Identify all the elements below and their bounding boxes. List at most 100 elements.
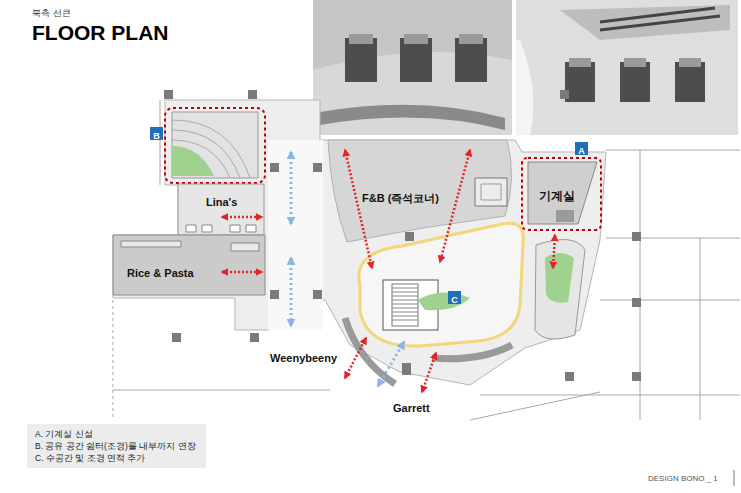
shop-label: Weenybeeny [270,352,337,364]
render-photo [313,0,512,135]
column [164,90,173,99]
building-outline [606,238,740,239]
render-photo [516,40,533,135]
callout-marker: A [575,142,588,155]
landscape-bench [545,253,574,303]
zone-outline [230,225,240,232]
column [313,290,322,299]
building-outline [113,390,330,391]
access-arrow [290,152,293,224]
building-outline [734,470,735,486]
marker-letter: C [451,294,458,307]
shared-rest-area [165,108,265,183]
render-photo [560,5,730,40]
note-line: B. 공유 공간 쉼터(조경)를 내부까지 연장 [35,440,196,452]
callout-marker: B [150,127,163,140]
render-photo [600,8,720,30]
building-outline [600,300,740,301]
render-photo [349,34,373,44]
render-photo [679,58,701,67]
shared-rest-area [172,146,214,176]
curved-wall [345,318,395,384]
zone-outline [121,241,181,247]
room-zone: Rice & Pasta [113,235,265,295]
render-photo [565,62,595,102]
section-label: 북측 선큰 [32,7,71,20]
shared-rest-area [165,108,265,183]
shared-rest-area [172,120,250,178]
flow-arrow [222,216,262,219]
column [248,90,257,99]
render-photo [624,58,646,67]
flow-arrow [422,353,436,392]
column [632,232,641,241]
render-photo [516,0,738,135]
building-outline [113,300,114,420]
callout-marker: C [448,291,461,304]
note-line: C. 수공간 및 조경 면적 추가 [35,452,196,464]
zone-outline [113,235,265,295]
render-photo [459,34,483,44]
zone-outline [475,178,507,206]
shop-label: Garrett [393,402,430,414]
circulation-loop [359,223,523,346]
zone-outline [481,184,501,200]
footer-label: DESIGN BONO _ 1 [648,474,718,483]
zone-outline [246,225,256,232]
zone-outline [231,243,259,251]
zone-label: Rice & Pasta [127,267,194,279]
stair-void [392,288,418,320]
building-outline [470,392,600,420]
render-photo [675,62,705,102]
curved-wall [432,345,512,359]
access-arrow [378,342,404,386]
circulation-loop [359,223,523,346]
landscape-bench [535,240,585,339]
column [172,333,181,342]
machine-room-zone: 기계실 [520,156,603,232]
zone-label: Lina's [206,196,237,208]
shared-rest-area [172,112,258,178]
column [270,163,279,172]
render-photo [320,105,505,130]
floor-area [268,140,323,330]
render-photo [400,38,432,82]
page-title: FLOOR PLAN [32,21,169,45]
column [402,363,411,375]
zone-outline [178,184,264,235]
flow-arrow [345,150,372,268]
column [313,163,322,172]
stair-void [418,292,470,310]
column [632,372,641,381]
render-photo [569,58,591,67]
landscape-bench [535,240,585,339]
render-photo [620,62,650,102]
zone-label: 기계실 [539,188,575,205]
zone-outline [528,162,597,224]
zone-label: F&B (즉석코너) [362,191,439,206]
building-outline [113,100,740,486]
column [632,298,641,307]
building-outline [606,150,740,151]
zone-shape [178,184,264,235]
zone-outline [556,210,574,222]
flow-arrow [553,235,555,268]
column [405,232,414,241]
stair-void [392,284,418,326]
zone-shape [113,235,265,295]
note-line: A. 기계실 신설 [35,428,196,440]
render-photo [345,38,377,82]
column [250,333,259,342]
room-zone: Lina's [178,184,264,235]
zone-outline [328,140,512,242]
building-outline [160,100,161,185]
marker-letter: A [578,145,585,158]
column [270,290,279,299]
stair-void [383,280,470,330]
zone-outline [186,225,196,232]
floor-area [113,100,606,385]
notes-box: A. 기계실 신설B. 공유 공간 쉼터(조경)를 내부까지 연장C. 수공간 … [27,424,206,468]
flow-arrow [222,271,262,274]
